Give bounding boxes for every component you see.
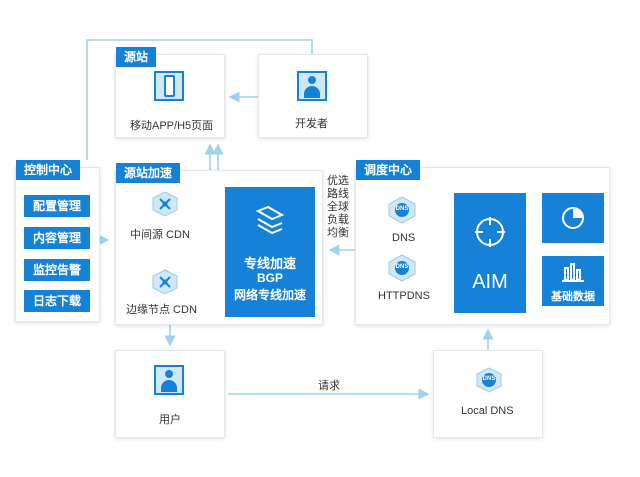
httpdns-icon: DNS — [388, 254, 416, 282]
user-icon — [154, 365, 184, 395]
dns-icon: DNS — [388, 196, 416, 224]
content-management-button[interactable]: 内容管理 — [24, 227, 90, 249]
dedicated-line-box: 专线加速 BGP 网络专线加速 — [225, 187, 315, 317]
side-text-line: 路线 — [327, 188, 349, 200]
local-dns-icon: DNS — [476, 367, 502, 393]
edge-cdn-label: 边缘节点 CDN — [126, 304, 197, 316]
bar-chart-icon — [562, 263, 584, 282]
middle-cdn-label: 中间源 CDN — [130, 229, 190, 241]
pie-chart-box — [542, 193, 604, 243]
acceleration-title: 源站加速 — [116, 163, 181, 183]
developer-icon — [297, 71, 327, 101]
aim-label: AIM — [472, 271, 508, 293]
basic-data-box: 基础数据 — [542, 256, 604, 306]
request-label: 请求 — [318, 380, 340, 392]
monitoring-alerts-button[interactable]: 监控告警 — [24, 259, 90, 281]
acceleration-panel: 源站加速 中间源 CDN 边缘节点 CDN 专线加速 BGP 网络专线加速 — [115, 163, 323, 325]
dedicated-line-icon — [255, 205, 285, 235]
dedicated-line-title: 专线加速 — [243, 256, 296, 271]
aim-box: AIM — [454, 193, 526, 313]
mobile-phone-icon — [154, 71, 184, 101]
httpdns-icon-text: DNS — [395, 264, 409, 270]
control-center-title: 控制中心 — [16, 160, 81, 180]
side-text-line: 优选 — [327, 175, 349, 187]
local-dns-icon-text: DNS — [482, 376, 496, 382]
route-optimization-text: 优选 路线 全球 负载 均衡 — [327, 175, 357, 240]
pie-chart-icon — [562, 207, 584, 229]
dns-icon-text: DNS — [395, 206, 409, 212]
local-dns-panel: DNS Local DNS — [433, 350, 543, 438]
user-label: 用户 — [159, 414, 181, 426]
dedicated-line-network: 网络专线加速 — [233, 288, 306, 302]
side-text-line: 负载 — [327, 214, 349, 226]
dns-label: DNS — [392, 232, 416, 244]
dispatch-center-title: 调度中心 — [356, 160, 421, 180]
source-station-panel: 源站 移动APP/H5页面 — [115, 47, 225, 138]
httpdns-label: HTTPDNS — [378, 290, 430, 302]
control-center-panel: 控制中心 配置管理 内容管理 监控告警 日志下载 — [15, 160, 100, 322]
dispatch-center-panel: 调度中心 DNS DNS DNS HTTPDNS AIM 基础数据 — [355, 160, 610, 325]
developer-label: 开发者 — [295, 118, 328, 130]
crosshair-icon — [475, 217, 505, 247]
dedicated-line-bgp: BGP — [256, 271, 283, 285]
source-station-title: 源站 — [116, 47, 157, 67]
middle-cdn-icon — [152, 191, 178, 217]
user-panel: 用户 — [115, 350, 225, 438]
side-text-line: 均衡 — [327, 227, 349, 239]
side-text-line: 全球 — [327, 201, 349, 213]
mobile-app-label: 移动APP/H5页面 — [130, 120, 214, 132]
log-download-button[interactable]: 日志下载 — [24, 290, 90, 312]
local-dns-label: Local DNS — [461, 405, 514, 417]
config-management-button[interactable]: 配置管理 — [24, 195, 90, 217]
developer-panel: 开发者 — [258, 54, 368, 138]
basic-data-label: 基础数据 — [551, 291, 595, 303]
edge-cdn-icon — [152, 269, 178, 295]
